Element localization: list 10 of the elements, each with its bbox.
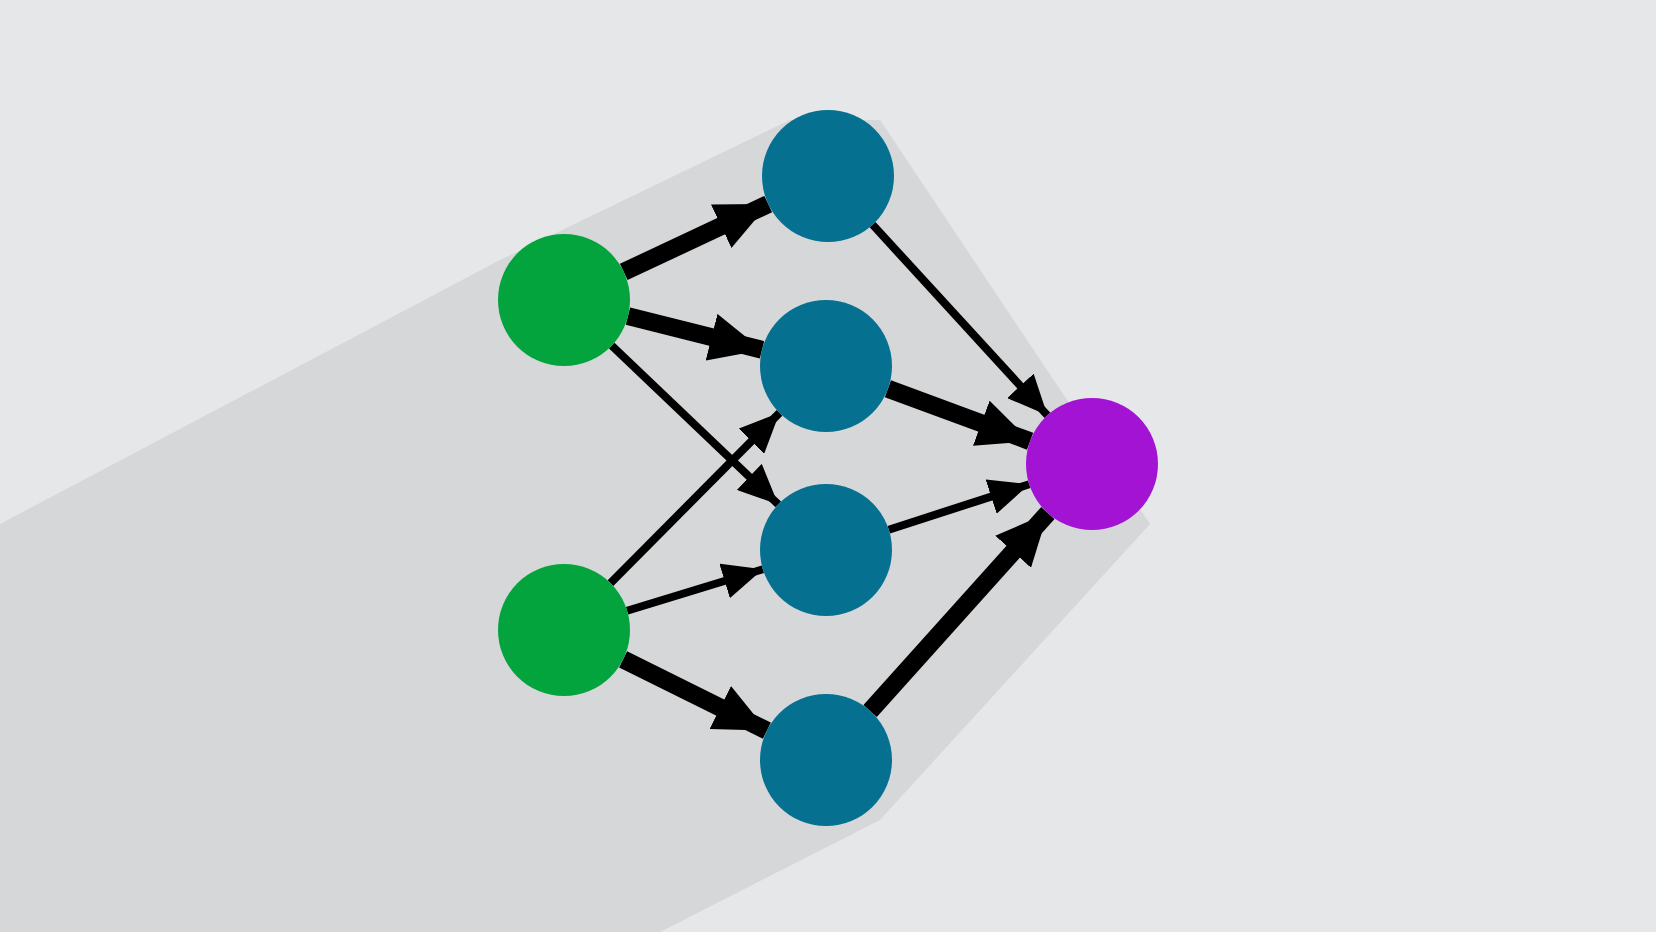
arrow bbox=[869, 221, 1051, 419]
arrow bbox=[863, 507, 1055, 717]
arrow bbox=[887, 479, 1031, 534]
arrow bbox=[884, 380, 1034, 450]
arrow bbox=[625, 563, 765, 615]
arrow bbox=[619, 195, 773, 281]
arrow bbox=[609, 342, 781, 508]
arrow bbox=[619, 651, 771, 739]
arrow bbox=[607, 410, 783, 586]
arrow bbox=[625, 307, 765, 361]
